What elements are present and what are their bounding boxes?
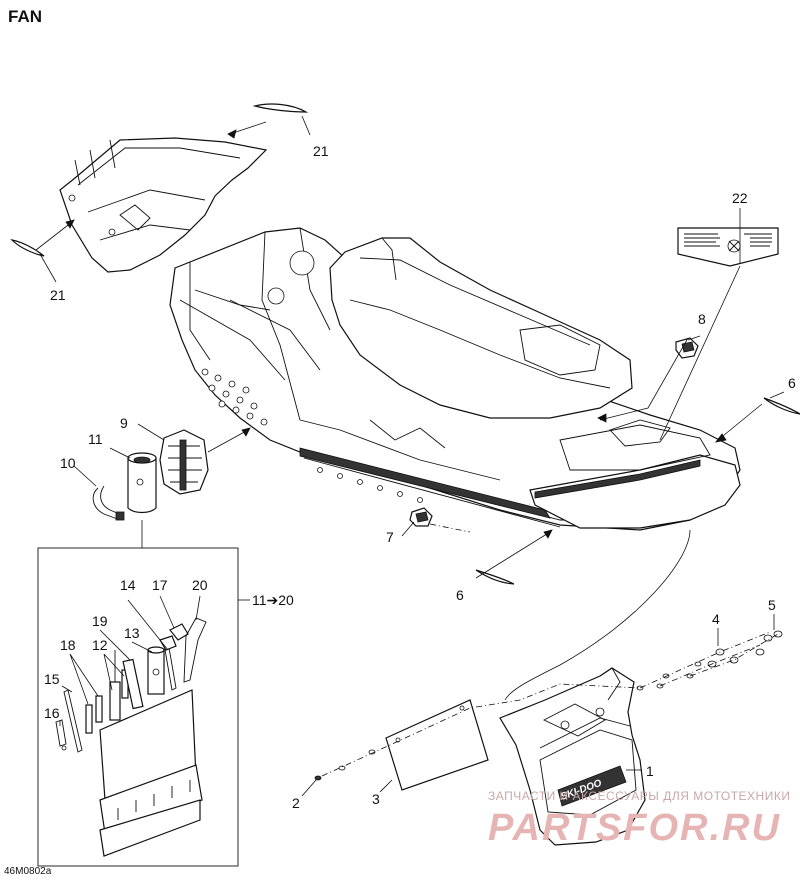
callout-15: 15 [44,671,60,687]
part-6-right-strip[interactable] [763,397,800,415]
callout-7: 7 [386,529,394,545]
part-18-bit[interactable] [85,695,103,734]
tunnel-holes [201,368,423,503]
drawing-code: 46M0802a [4,866,52,877]
part-11-container[interactable] [127,452,157,514]
tool-kit-inset [37,520,250,867]
rear-bumper[interactable] [529,419,741,529]
inset-range-label: 11➔20 [252,592,294,608]
seat[interactable] [329,237,633,419]
watermark: ЗАПЧАСТИ И АКСЕССУАРЫ ДЛЯ МОТОТЕХНИКИ PA… [488,789,790,849]
callout-14: 14 [120,577,136,593]
part-1-snow-flap[interactable]: SKI-DOO [499,667,646,846]
part-14-wrench[interactable] [159,635,177,691]
watermark-line1: ЗАПЧАСТИ И АКСЕССУАРЫ ДЛЯ МОТОТЕХНИКИ [488,789,790,803]
callout-13: 13 [124,625,140,641]
callout-2: 2 [292,795,300,811]
callout-5: 5 [768,597,776,613]
callout-4: 4 [712,611,720,627]
part-16-hex-key[interactable] [55,719,67,751]
callout-6-right: 6 [788,375,796,391]
callout-12: 12 [92,637,108,653]
part-21-upper-strip[interactable] [252,103,309,113]
part-13-socket[interactable] [147,646,165,695]
watermark-line2: PARTSFOR.RU [488,807,781,849]
part-17-clip[interactable] [169,623,189,641]
callout-labels: 21 21 22 8 6 6 9 11 10 7 14 17 20 19 13 … [44,143,796,811]
diagram-title: FAN [8,7,42,26]
assembly-lines [321,523,779,777]
callout-22: 22 [732,190,748,206]
callout-18: 18 [60,637,76,653]
callout-9: 9 [120,415,128,431]
part-19-tube[interactable] [122,658,144,710]
part-20-spanner[interactable] [183,617,207,683]
part-21-front-panel[interactable] [59,137,268,273]
callout-16: 16 [44,705,60,721]
callout-17: 17 [152,577,168,593]
part-21-lower-strip[interactable] [10,239,45,257]
part-22-warning-label[interactable] [677,227,779,267]
part-3-plate[interactable] [385,699,489,791]
leader-lines [35,115,785,797]
callout-21-top: 21 [313,143,329,159]
tool-tray[interactable] [99,689,203,857]
callout-21-left: 21 [50,287,66,303]
callout-19: 19 [92,613,108,629]
part-6-lower-strip[interactable] [475,569,515,585]
callout-8: 8 [698,311,706,327]
part-10-strap[interactable] [92,485,125,521]
callout-11: 11 [88,431,103,447]
part-8-clip[interactable] [675,337,699,359]
callout-10: 10 [60,455,76,471]
part-7-clip[interactable] [409,507,433,527]
part-15-key[interactable] [63,689,83,753]
callout-20: 20 [192,577,208,593]
part-9-tool-bag[interactable] [159,429,209,495]
callout-1: 1 [646,763,654,779]
callout-6-bottom: 6 [456,587,464,603]
callout-3: 3 [372,791,380,807]
